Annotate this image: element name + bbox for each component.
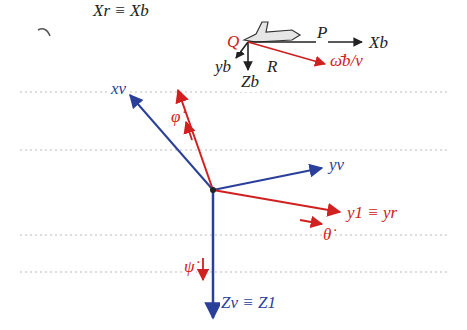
- axis-label: Xb: [368, 34, 389, 53]
- ruled-lines: [20, 92, 450, 272]
- psi-rate-arrow: [202, 258, 204, 280]
- xb-axis: [248, 41, 362, 43]
- axis-label: yv: [328, 156, 345, 175]
- rate-label: ψ̇: [183, 258, 196, 277]
- stray-mark: [38, 29, 50, 36]
- aircraft-symbol: [244, 22, 300, 42]
- yv-axis: [213, 168, 322, 190]
- origin-dot: [210, 187, 216, 193]
- zb-axis: [247, 42, 249, 70]
- zv-axis: [212, 190, 215, 318]
- rate-label: P: [316, 24, 328, 43]
- rate-label: φ̇: [170, 108, 181, 127]
- theta-rate-arrow: [300, 220, 322, 224]
- axis-label: xv: [110, 80, 127, 99]
- frame-label: Xr ≡ Xb: [92, 2, 150, 21]
- xr-axis: [178, 90, 213, 190]
- rate-label: Q: [226, 33, 240, 52]
- axis-label: Zb: [240, 73, 260, 92]
- rate-label: R: [266, 58, 278, 77]
- axis-label: yb: [214, 58, 232, 77]
- vector-label: ω̄b/v: [329, 52, 364, 71]
- omega-vector: [248, 42, 325, 64]
- phi-rate-arrow: [186, 122, 192, 140]
- xv-axis: [130, 95, 213, 190]
- frame-label: Zv ≡ Z1: [220, 294, 277, 313]
- rate-label: θ̇: [322, 226, 332, 245]
- frame-label: y1 ≡ yr: [346, 204, 398, 223]
- y1-axis: [213, 190, 340, 212]
